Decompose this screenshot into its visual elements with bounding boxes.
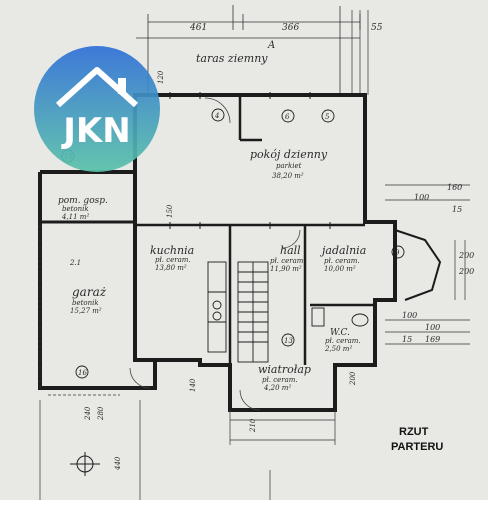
dim-200-right: 200: [458, 251, 474, 260]
area-garaz: 15,27 m²: [70, 307, 102, 315]
label-taras: taras ziemny: [196, 52, 268, 65]
marker-9: 9: [395, 249, 400, 257]
marker-13: 13: [284, 337, 293, 345]
kitchen-counter: [207, 261, 227, 353]
marker-6: 6: [285, 113, 290, 121]
area-wc: 2,50 m²: [324, 345, 352, 353]
area-hall: 11,90 m²: [270, 265, 302, 273]
label-hall: hall: [280, 244, 301, 257]
dim-140-bottom: 140: [189, 378, 197, 392]
dim-461: 461: [189, 23, 207, 33]
right-top-dim-lines: [351, 10, 369, 95]
logo-circle: [34, 46, 160, 172]
floor-pom-gosp: betonik: [62, 205, 89, 213]
dim-169: 169: [425, 335, 440, 344]
dim-55: 55: [371, 23, 383, 33]
dim-15-lower: 15: [402, 335, 412, 344]
dim-210-bottom: 210: [249, 418, 257, 433]
wc-fixtures: [311, 307, 369, 327]
label-wiatrolap: wiatrołap: [258, 363, 311, 376]
caption-rzut: RZUT: [399, 426, 429, 438]
dim-120-top: 120: [157, 70, 165, 84]
floor-hall: pł. ceram.: [270, 257, 306, 265]
garage-door-line: [39, 225, 120, 396]
label-garaz: garaż: [72, 285, 107, 299]
floor-height-mark: 2.1: [69, 259, 81, 267]
dim-160: 160: [447, 183, 462, 192]
dim-200-bottom: 200: [349, 371, 357, 386]
area-jadalnia: 10,00 m²: [324, 265, 356, 273]
logo-chimney-icon: [118, 78, 126, 94]
section-marker-a: A: [267, 40, 275, 51]
area-pom-gosp: 4,11 m²: [61, 213, 89, 221]
dim-100-lower-b: 100: [425, 323, 440, 332]
label-pokoj: pokój dzienny: [250, 148, 328, 161]
floor-garaz: betonik: [72, 299, 99, 307]
jkn-logo: JKN: [34, 46, 160, 172]
outer-walls: [38, 93, 397, 412]
floor-pokoj: parkiet: [276, 162, 302, 170]
label-wc: W.C.: [330, 328, 350, 338]
label-jadalnia: jadalnia: [319, 244, 366, 257]
area-wiatrolap: 4,20 m²: [263, 384, 291, 392]
door-swings: [129, 97, 301, 411]
caption-parteru: PARTERU: [391, 441, 443, 453]
dim-150-mid: 150: [166, 204, 174, 218]
dim-440-bottom: 440: [114, 456, 122, 471]
dim-366: 366: [282, 23, 299, 33]
dim-100-right: 100: [414, 193, 429, 202]
dim-100-lower-a: 100: [402, 311, 417, 320]
inner-dims: 120 150 140 240 440 210 280 200 2.1: [69, 70, 357, 471]
staircase: [237, 261, 269, 363]
dim-240-bottom: 240: [84, 406, 92, 421]
logo-text: JKN: [61, 111, 130, 151]
bay-dim-lines: [385, 184, 470, 300]
marker-16: 16: [78, 369, 87, 377]
floor-wiatrolap: pł. ceram.: [262, 376, 298, 384]
bottom-dim-lines: [39, 400, 336, 500]
area-kuchnia: 13,80 m²: [155, 264, 187, 272]
window-marks: [169, 92, 331, 229]
floor-jadalnia: pł. ceram.: [324, 257, 360, 265]
area-pokoj: 38,20 m²: [272, 172, 304, 180]
right-lower-dim-lines: [385, 319, 470, 345]
marker-5: 5: [325, 113, 330, 121]
dim-280-bottom: 280: [97, 406, 105, 421]
floor-kuchnia: pł. ceram.: [155, 256, 191, 264]
label-kuchnia: kuchnia: [150, 244, 194, 257]
marker-4: 4: [214, 112, 219, 120]
label-pom-gosp: pom. gosp.: [58, 196, 108, 206]
interior-walls: [135, 95, 375, 365]
top-dimension-lines: [136, 5, 361, 95]
bay-window: [394, 229, 442, 301]
dim-15-right: 15: [452, 205, 462, 214]
floor-wc: pł. ceram.: [325, 337, 361, 345]
section-symbol: [70, 452, 100, 476]
dim-200b-right: 200: [458, 267, 474, 276]
